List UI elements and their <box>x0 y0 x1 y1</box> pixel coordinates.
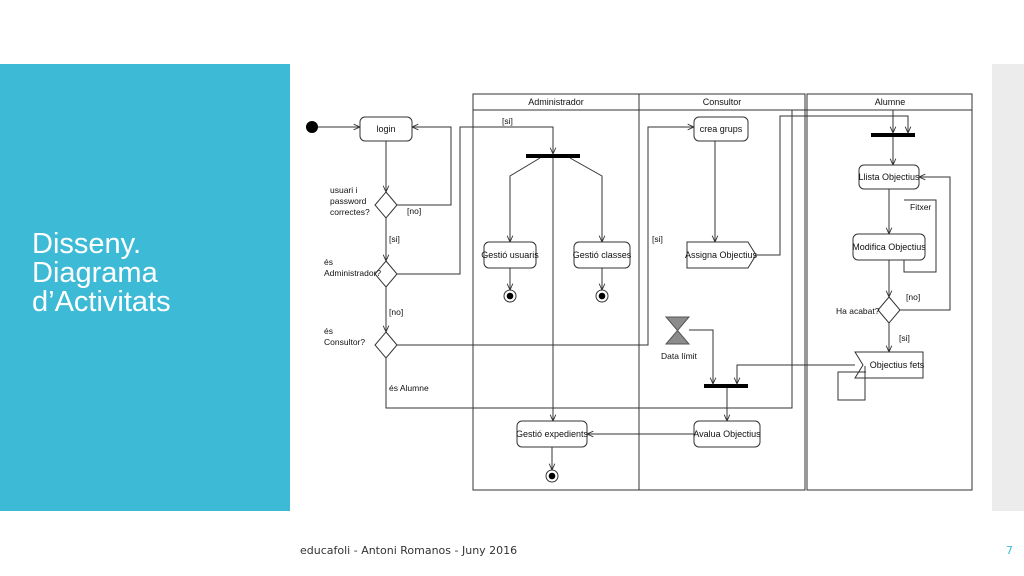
decision-ha-acabat <box>877 296 901 324</box>
node-objectius-fets <box>854 351 924 379</box>
guard-no-acabat: [no] <box>906 292 920 302</box>
guard-no-1: [no] <box>407 206 421 216</box>
decision-credentials-text: usuari i password correctes? <box>330 185 370 217</box>
title-panel <box>0 64 290 511</box>
decision-administrador-text: és Administrador? <box>324 257 381 278</box>
edge-d2-si <box>397 126 553 275</box>
decision-consultor <box>374 331 398 359</box>
decision-ha-acabat-text: Ha acabat? <box>836 306 880 316</box>
fork-bar-administrador <box>526 154 580 158</box>
join-bar-avaluacio <box>704 384 748 388</box>
label-llista-objectius: Llista Objectius <box>858 172 920 182</box>
node-assigna-objectius <box>686 241 757 269</box>
edge-no-acabat <box>900 177 951 311</box>
edge-hourglass-join <box>689 329 713 384</box>
final-node-gestio-usuaris <box>503 289 517 303</box>
final-node-gestio-expedients <box>545 469 559 483</box>
decision-credentials <box>374 191 398 219</box>
lane-label-consultor: Consultor <box>703 97 742 107</box>
lane-label-alumne: Alumne <box>875 97 906 107</box>
right-decorative-strip <box>992 64 1024 511</box>
label-crea-grups: crea grups <box>700 124 743 134</box>
slide-title: Disseny. Diagrama d’Activitats <box>32 228 171 318</box>
label-modifica-objectius: Modifica Objectius <box>852 242 926 252</box>
lane-label-administrador: Administrador <box>528 97 584 107</box>
activity-diagram: Administrador Consultor Alumne login Ges… <box>306 93 973 491</box>
label-login: login <box>376 124 395 134</box>
edge-d1-no <box>397 127 452 206</box>
guard-si-1: [si] <box>502 116 513 126</box>
label-assigna-objectius: Assigna Objectius <box>685 250 758 260</box>
guard-si-2: [si] <box>389 234 400 244</box>
label-objectius-fets: Objectius fets <box>870 360 925 370</box>
label-data-limit: Data límit <box>661 351 698 361</box>
edge-fork-classes <box>569 157 602 242</box>
join-bar-alumne <box>871 133 915 137</box>
hourglass-icon <box>664 316 691 345</box>
edge-alumne-join <box>837 366 866 401</box>
edge-d3-si <box>397 127 694 346</box>
initial-node <box>306 121 318 133</box>
swimlane-consultor <box>638 93 806 491</box>
edge-es-alumne <box>385 109 893 409</box>
edge-assigna-alumne <box>756 115 908 256</box>
page-number: 7 <box>1006 544 1013 557</box>
label-avalua-objectius: Avalua Objectius <box>693 429 761 439</box>
guard-si-acabat: [si] <box>899 333 910 343</box>
label-gestio-classes: Gestió classes <box>573 250 632 260</box>
label-fitxer: Fitxer <box>910 202 931 212</box>
label-gestio-usuaris: Gestió usuaris <box>481 250 539 260</box>
label-gestio-expedients: Gestió expedients <box>516 429 589 439</box>
decision-consultor-text: és Consultor? <box>324 326 365 347</box>
edge-fitxer-modifica <box>903 199 937 273</box>
guard-si-3: [si] <box>652 234 663 244</box>
guard-no-2: [no] <box>389 307 403 317</box>
edge-fork-usuaris <box>510 157 541 242</box>
final-node-gestio-classes <box>595 289 609 303</box>
footer-credit: educafoli - Antoni Romanos - Juny 2016 <box>300 544 518 557</box>
guard-es-alumne: és Alumne <box>389 383 429 393</box>
edge-objectius-fets-join <box>737 364 855 384</box>
